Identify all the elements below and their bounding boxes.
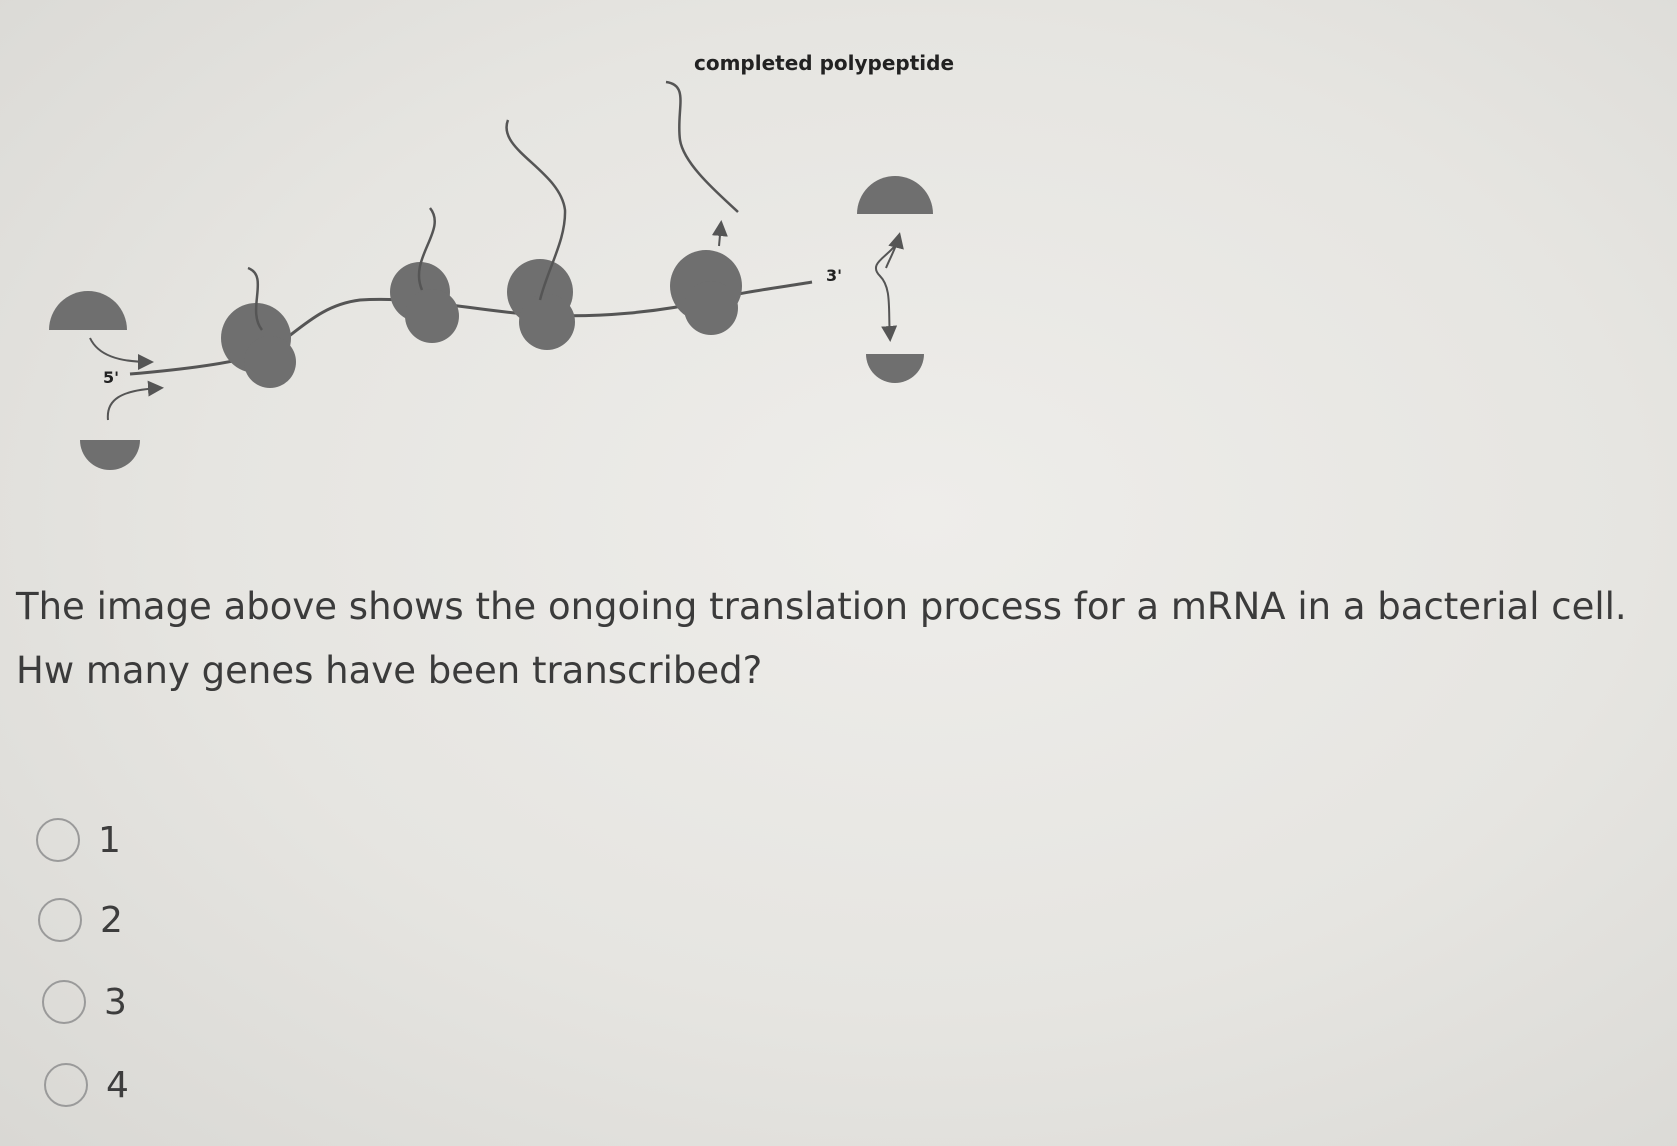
release-arrow: [711, 220, 728, 247]
five-prime-label: 5': [103, 368, 119, 387]
assembly-arrow-upper: [89, 337, 154, 370]
question-text: The image above shows the ongoing transl…: [16, 585, 1627, 692]
answer-option-2[interactable]: 2: [38, 898, 123, 942]
free-small-subunit-right: [866, 354, 924, 383]
free-large-subunit-right: [857, 176, 933, 214]
free-small-subunit-left: [80, 440, 140, 470]
dissociation-arrows: [875, 239, 899, 342]
completed-polypeptide-label: completed polypeptide: [694, 51, 954, 75]
polypeptide-1: [247, 266, 264, 331]
assembly-arrow-lower: [106, 380, 164, 421]
polypeptide-3: [505, 119, 567, 301]
answer-label: 3: [104, 981, 127, 1023]
radio-button[interactable]: [42, 980, 86, 1024]
dissociation-arrow-up: [885, 232, 904, 269]
answer-label: 2: [100, 899, 123, 941]
free-large-subunit-left: [49, 291, 127, 330]
translation-diagram: completed polypeptide 5' 3': [49, 51, 954, 470]
answer-option-3[interactable]: 3: [42, 980, 127, 1024]
ribosome-1: [221, 303, 296, 388]
answer-option-4[interactable]: 4: [44, 1063, 129, 1107]
radio-button[interactable]: [44, 1063, 88, 1107]
ribosome-3: [507, 259, 575, 350]
ribosome-2: [390, 262, 459, 343]
radio-button[interactable]: [36, 818, 80, 862]
ribosome-4: [670, 250, 742, 335]
answer-label: 4: [106, 1064, 129, 1106]
answer-option-1[interactable]: 1: [36, 818, 121, 862]
radio-button[interactable]: [38, 898, 82, 942]
three-prime-label: 3': [826, 266, 842, 285]
polypeptide-completed: [665, 80, 739, 213]
polypeptide-2: [417, 207, 436, 291]
answer-label: 1: [98, 819, 121, 861]
